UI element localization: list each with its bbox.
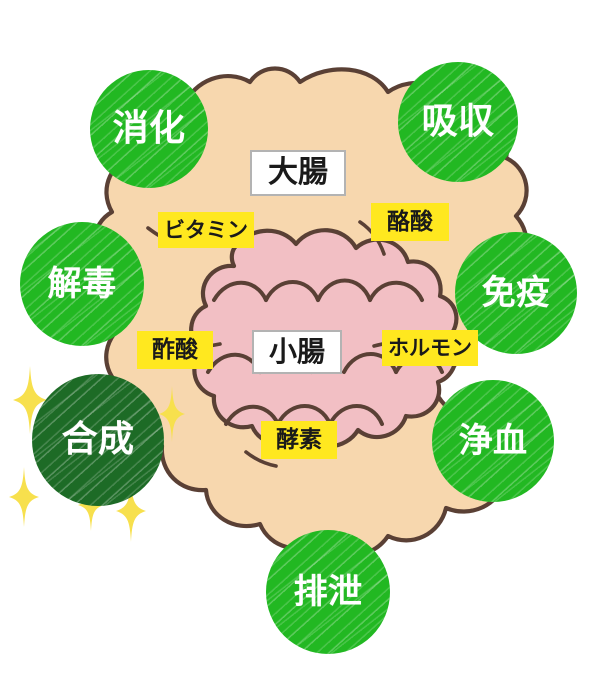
organ-plate-label: 小腸 xyxy=(268,335,325,368)
organ-plate-small-intestine: 小腸 xyxy=(252,330,342,374)
crayon-texture-secondary xyxy=(266,530,390,654)
substance-tag-enzyme: 酵素 xyxy=(261,421,337,459)
organ-plate-large-intestine: 大腸 xyxy=(250,150,346,196)
crayon-texture-secondary xyxy=(32,374,164,506)
crayon-texture-secondary xyxy=(90,70,208,188)
function-circle-digestion[interactable]: 消化 xyxy=(90,70,208,188)
function-circle-label: 消化 xyxy=(112,108,186,149)
crayon-texture xyxy=(266,530,390,654)
crayon-texture-secondary xyxy=(20,222,144,346)
crayon-texture xyxy=(20,222,144,346)
substance-tag-butyric-acid: 酪酸 xyxy=(371,203,449,241)
function-circle-synthesis[interactable]: 合成 xyxy=(32,374,164,506)
function-circle-label: 合成 xyxy=(61,419,135,460)
substance-tag-acetic-acid: 酢酸 xyxy=(137,331,213,369)
substance-tag-label: 酪酸 xyxy=(387,208,433,235)
crayon-texture xyxy=(32,374,164,506)
substance-tag-label: 酢酸 xyxy=(152,336,198,363)
substance-tag-label: ホルモン xyxy=(388,335,472,360)
crayon-texture-secondary xyxy=(398,62,518,182)
crayon-texture-secondary xyxy=(432,380,554,502)
substance-tag-vitamin: ビタミン xyxy=(158,212,254,248)
function-circle-blood-purification[interactable]: 浄血 xyxy=(432,380,554,502)
function-circle-label: 浄血 xyxy=(458,421,528,461)
sparkle-right-upper-icon xyxy=(159,386,185,442)
sparkle-right-lower-icon xyxy=(116,480,146,542)
sparkle-left-upper-icon xyxy=(13,366,47,434)
function-circle-excretion[interactable]: 排泄 xyxy=(266,530,390,654)
function-circle-absorption[interactable]: 吸収 xyxy=(398,62,518,182)
function-circle-label: 吸収 xyxy=(421,101,495,142)
function-circle-detox[interactable]: 解毒 xyxy=(20,222,144,346)
crayon-texture xyxy=(398,62,518,182)
substance-tag-label: 酵素 xyxy=(276,426,322,453)
substance-tag-hormone: ホルモン xyxy=(382,330,478,366)
function-circle-label: 解毒 xyxy=(47,264,117,304)
substance-tag-label: ビタミン xyxy=(164,217,248,242)
sparkle-left-lower-icon xyxy=(9,467,39,527)
function-circle-label: 排泄 xyxy=(293,572,363,612)
crayon-texture xyxy=(90,70,208,188)
organ-plate-label: 大腸 xyxy=(268,155,328,190)
crayon-texture xyxy=(432,380,554,502)
function-circle-label: 免疫 xyxy=(481,273,551,313)
